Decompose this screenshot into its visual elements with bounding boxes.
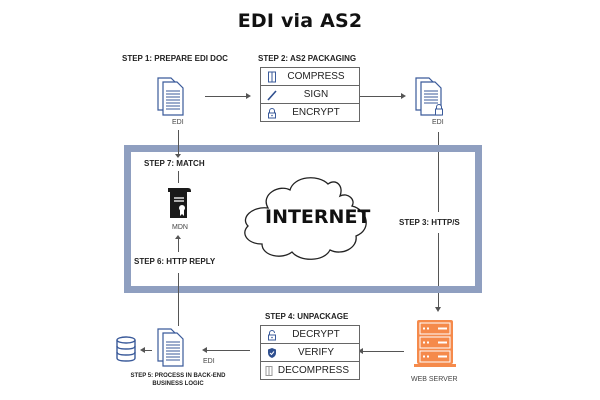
decompress-icon — [261, 365, 278, 377]
step5-label-line2: BUSINESS LOGIC — [152, 381, 204, 387]
unpackage-row-decrypt: DECRYPT — [261, 326, 359, 344]
packaging-box: COMPRESS SIGN ENCRYPT — [260, 67, 360, 122]
diagram-title: EDI via AS2 — [237, 10, 363, 32]
edi-document-icon — [157, 77, 184, 116]
step6-label: STEP 6: HTTP REPLY — [134, 257, 216, 266]
packaging-row-sign: SIGN — [261, 86, 359, 104]
reply-line-lower — [178, 273, 179, 326]
unpackage-label: VERIFY — [297, 347, 335, 358]
step4-label: STEP 4: UNPACKAGE — [265, 312, 349, 321]
packaging-label: COMPRESS — [287, 71, 345, 82]
pen-icon — [261, 89, 283, 101]
encrypted-edi-document-icon — [415, 77, 443, 116]
arrow-to-database — [144, 350, 152, 351]
arrowhead-icon — [435, 307, 441, 312]
http-line-upper — [438, 132, 439, 212]
edi-packaged-label: EDI — [432, 119, 444, 126]
mdn-label: MDN — [172, 224, 188, 231]
step5-label-line1: STEP 5: PROCESS IN BACK-END — [130, 373, 226, 379]
arrowhead-icon — [246, 93, 251, 99]
internet-cloud-icon — [244, 177, 367, 260]
step3-label: STEP 3: HTTP/S — [399, 218, 460, 227]
unpackage-row-decompress: DECOMPRESS — [261, 362, 359, 379]
arrowhead-icon — [175, 154, 181, 158]
edi-received-label: EDI — [203, 358, 215, 365]
step2-label: STEP 2: AS2 PACKAGING — [258, 54, 357, 63]
arrowhead-icon — [202, 347, 207, 353]
reply-line — [178, 238, 179, 252]
unpackage-row-verify: VERIFY — [261, 344, 359, 362]
internet-label: INTERNET — [265, 206, 371, 228]
web-server-icon — [414, 320, 456, 367]
database-icon — [116, 336, 136, 362]
web-server-label: WEB SERVER — [411, 376, 458, 383]
arrow-to-received-edi — [206, 350, 250, 351]
match-line-top — [178, 130, 179, 155]
packaging-label: ENCRYPT — [292, 107, 340, 118]
mdn-certificate-icon — [168, 188, 191, 218]
unpackage-box: DECRYPT VERIFY DECOMPRESS — [260, 325, 360, 380]
arrowhead-icon — [358, 348, 363, 354]
step7-label: STEP 7: MATCH — [144, 159, 205, 168]
packaging-row-encrypt: ENCRYPT — [261, 104, 359, 121]
shield-check-icon — [261, 347, 283, 359]
edi-source-label: EDI — [172, 119, 184, 126]
compress-icon — [261, 71, 283, 83]
internet-frame — [124, 145, 482, 293]
lock-icon — [261, 107, 283, 119]
arrow-to-packaged-edi — [360, 96, 402, 97]
arrow-to-packaging — [205, 96, 247, 97]
unpackage-label: DECRYPT — [292, 329, 340, 340]
received-edi-document-icon — [157, 328, 184, 367]
step1-label: STEP 1: PREPARE EDI DOC — [122, 54, 228, 63]
http-line-lower — [438, 233, 439, 308]
packaging-row-compress: COMPRESS — [261, 68, 359, 86]
arrowhead-icon — [140, 347, 145, 353]
arrowhead-icon — [401, 93, 406, 99]
match-line — [178, 171, 179, 183]
arrow-to-unpackage — [362, 351, 404, 352]
packaging-label: SIGN — [303, 89, 329, 100]
unlock-icon — [261, 329, 283, 341]
arrowhead-icon — [175, 235, 181, 239]
unpackage-label: DECOMPRESS — [277, 365, 349, 376]
